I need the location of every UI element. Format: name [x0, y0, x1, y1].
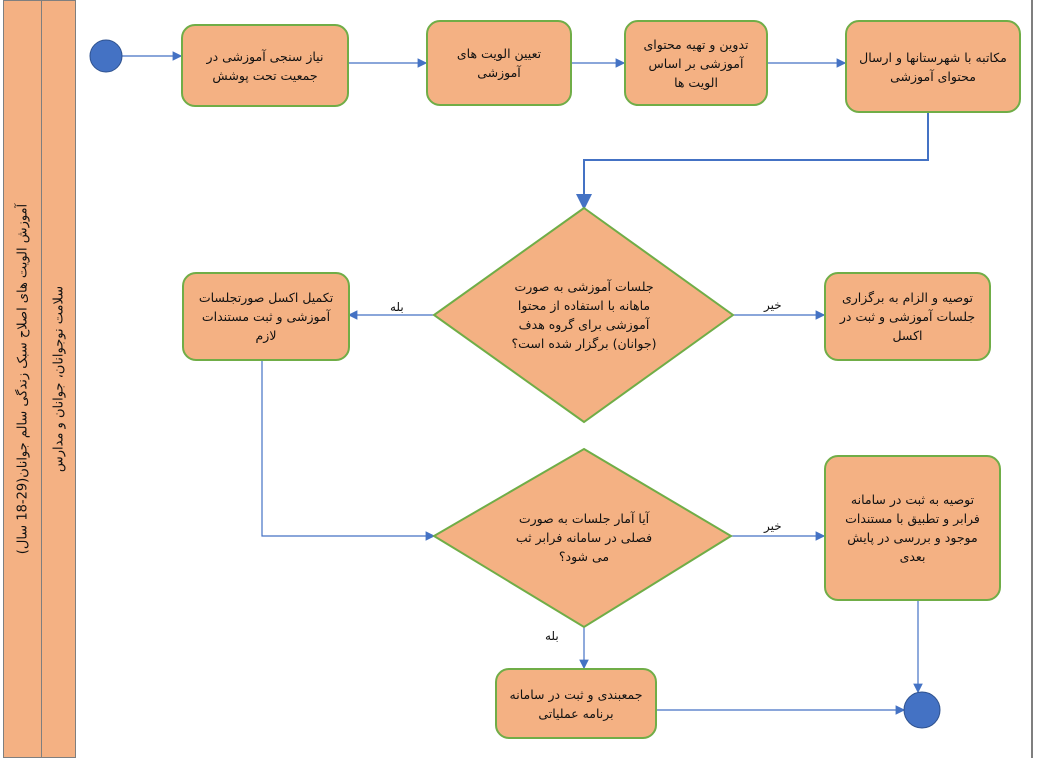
step-needs-assessment: نیاز سنجی آموزشی در جمعیت تحت پوشش [181, 24, 349, 107]
decision-diamond-1 [432, 206, 735, 424]
step-send-content: مکاتبه با شهرستانها و ارسال محتوای آموزش… [845, 20, 1021, 113]
arrow-s4-d1 [576, 112, 929, 210]
label-no-1: خیر [764, 298, 782, 312]
swimlane-inner: سلامت نوجوانان، جوانان و مدارس [41, 0, 76, 758]
label-yes-1: بله [390, 300, 404, 314]
decision-1-text: جلسات آموزشی به صورت ماهانه با استفاده ا… [511, 279, 657, 351]
end-node [903, 691, 941, 729]
step-content: تدوین و تهیه محتوای آموزشی بر اساس الویت… [624, 20, 768, 106]
decision-2-text: آیا آمار جلسات به صورت فصلی در سامانه فر… [515, 511, 653, 564]
decision-diamond-2 [432, 447, 733, 629]
arrow-yes1-d2 [261, 360, 436, 541]
label-no-2: خیر [764, 519, 782, 533]
start-node [89, 39, 123, 73]
step-summarize: جمعبندی و ثبت در سامانه برنامه عملیاتی [495, 668, 657, 739]
step-priorities: تعیین الویت های آموزشی [426, 20, 572, 106]
label-yes-2: بله [545, 629, 559, 643]
step-recommend-sessions: توصیه و الزام به برگزاری جلسات آموزشی و … [824, 272, 991, 361]
step-recommend-register: توصیه به ثبت در سامانه فرابر و تطبیق با … [824, 455, 1001, 601]
step-complete-excel: تکمیل اکسل صورتجلسات آموزشی و ثبت مستندا… [182, 272, 350, 361]
swimlane-outer: آموزش الویت های اصلاح سبک زندگی سالم جوا… [3, 0, 42, 758]
right-border [1031, 0, 1033, 758]
